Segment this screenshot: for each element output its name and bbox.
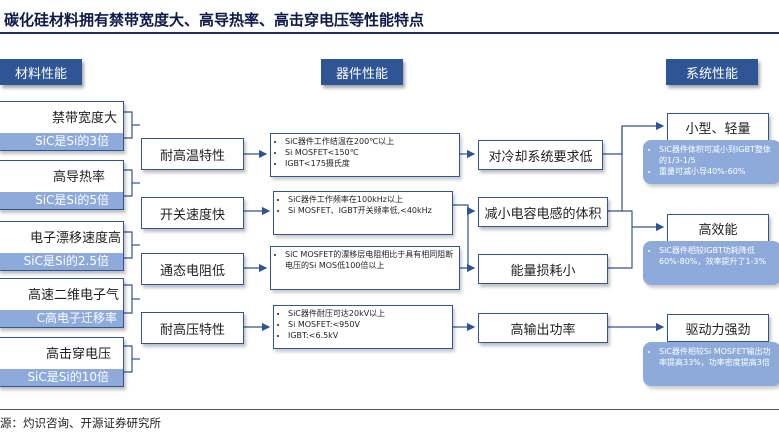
material-label: 高速二维电子气 [27, 288, 119, 303]
note-item: SiC器件相较Si MOSFET输出功率提高33%，功率密度提高3倍 [659, 346, 777, 368]
detail-item: SiC MOSFET的漂移层电阻相比于具有相同阻断电压的Si MOS低100倍以… [285, 249, 455, 271]
header-device: 器件性能 [321, 59, 403, 85]
material-box-2: 高导热率 SiC是Si的5倍 [0, 160, 124, 210]
detail-item: Si MOSFET:<950V [288, 319, 448, 330]
arrow-bullet-3 [460, 206, 476, 269]
device-detail-4: SiC器件耐压可达20kV以上 Si MOSFET:<950V IGBT:<6.… [273, 305, 453, 349]
device-detail-1: SiC器件工作结温在200℃以上 Si MOSFET<150℃ IGBT<175… [270, 133, 460, 177]
footer-divider [0, 409, 779, 410]
material-box-4: 高速二维电子气 C高电子迁移率 [0, 278, 124, 328]
material-label: 电子漂移速度高 [29, 231, 121, 246]
header-system: 系统性能 [666, 59, 758, 85]
detail-item: SiC器件耐压可达20kV以上 [288, 308, 448, 319]
effect-box-4: 高输出功率 [478, 313, 608, 343]
device-box-1: 耐高温特性 [141, 138, 244, 170]
page-title: 碳化硅材料拥有禁带宽度大、高导热率、高击穿电压等性能特点 [4, 11, 425, 29]
detail-item: IGBT<175摄氏度 [285, 158, 455, 169]
effect-box-2: 减小电容电感的体积 [478, 197, 608, 227]
bracket-material-2 [123, 169, 133, 197]
source-note: 源：灼识咨询、开源证券研究所 [0, 416, 161, 430]
header-material: 材料性能 [0, 59, 82, 85]
device-box-2: 开关速度快 [141, 197, 244, 229]
effect-box-3: 能量损耗小 [478, 254, 608, 284]
arrow-effect-2b [622, 210, 665, 232]
material-sub: SiC是Si的3倍 [0, 133, 123, 150]
material-sub: SiC是Si的5倍 [0, 192, 123, 209]
material-label: 禁带宽度大 [51, 111, 117, 126]
device-detail-2: SiC器件工作频率在100kHz以上 Si MOSFET、IGBT开关频率低,<… [273, 191, 453, 235]
system-box-2: 高效能 [667, 214, 769, 242]
bracket-material-4 [123, 284, 133, 314]
bracket-material-1 [123, 111, 133, 139]
bracket-material-5 [123, 345, 133, 373]
arrow-effect-3 [608, 227, 633, 269]
material-sub: SiC是Si的10倍 [0, 369, 123, 386]
system-box-3: 驱动力强劲 [667, 314, 769, 342]
detail-item: Si MOSFET、IGBT开关频率低,<40kHz [288, 205, 448, 216]
system-note-3: SiC器件相较Si MOSFET输出功率提高33%，功率密度提高3倍 [643, 342, 779, 386]
detail-item: SiC器件工作结温在200℃以上 [285, 136, 455, 147]
note-item: SiC器件相较IGBT功耗降低60%-80%，效率提升了1-3% [659, 245, 777, 267]
material-box-3: 电子漂移速度高 SiC是Si的2.5倍 [0, 221, 124, 271]
arrow-effect-2 [608, 126, 623, 212]
bracket-material-3 [123, 231, 133, 259]
material-label: 高导热率 [52, 170, 105, 185]
detail-item: Si MOSFET<150℃ [285, 147, 455, 158]
note-item: SiC器件体积可减小到IGBT整体的1/3-1/5 [659, 144, 777, 166]
system-box-1: 小型、轻量 [667, 113, 769, 141]
detail-item: SiC器件工作频率在100kHz以上 [288, 194, 448, 205]
device-detail-3: SiC MOSFET的漂移层电阻相比于具有相同阻断电压的Si MOS低100倍以… [270, 246, 460, 290]
title-divider [0, 32, 779, 34]
system-note-2: SiC器件相较IGBT功耗降低60%-80%，效率提升了1-3% [643, 241, 779, 285]
device-box-3: 通态电阻低 [141, 253, 244, 285]
material-label: 高击穿电压 [45, 347, 111, 362]
detail-item: IGBT:<6.5kV [288, 330, 448, 341]
system-note-1: SiC器件体积可减小到IGBT整体的1/3-1/5 重量可减小导40%-60% [643, 140, 779, 184]
material-sub: C高电子迁移率 [0, 310, 123, 327]
material-sub: SiC是Si的2.5倍 [0, 253, 123, 270]
material-box-5: 高击穿电压 SiC是Si的10倍 [0, 337, 124, 387]
arrow-bullet-2 [453, 204, 476, 216]
material-box-1: 禁带宽度大 SiC是Si的3倍 [0, 101, 124, 151]
device-box-4: 耐高压特性 [141, 312, 244, 344]
effect-box-1: 对冷却系统要求低 [478, 140, 603, 170]
note-item: 重量可减小导40%-60% [659, 166, 777, 177]
